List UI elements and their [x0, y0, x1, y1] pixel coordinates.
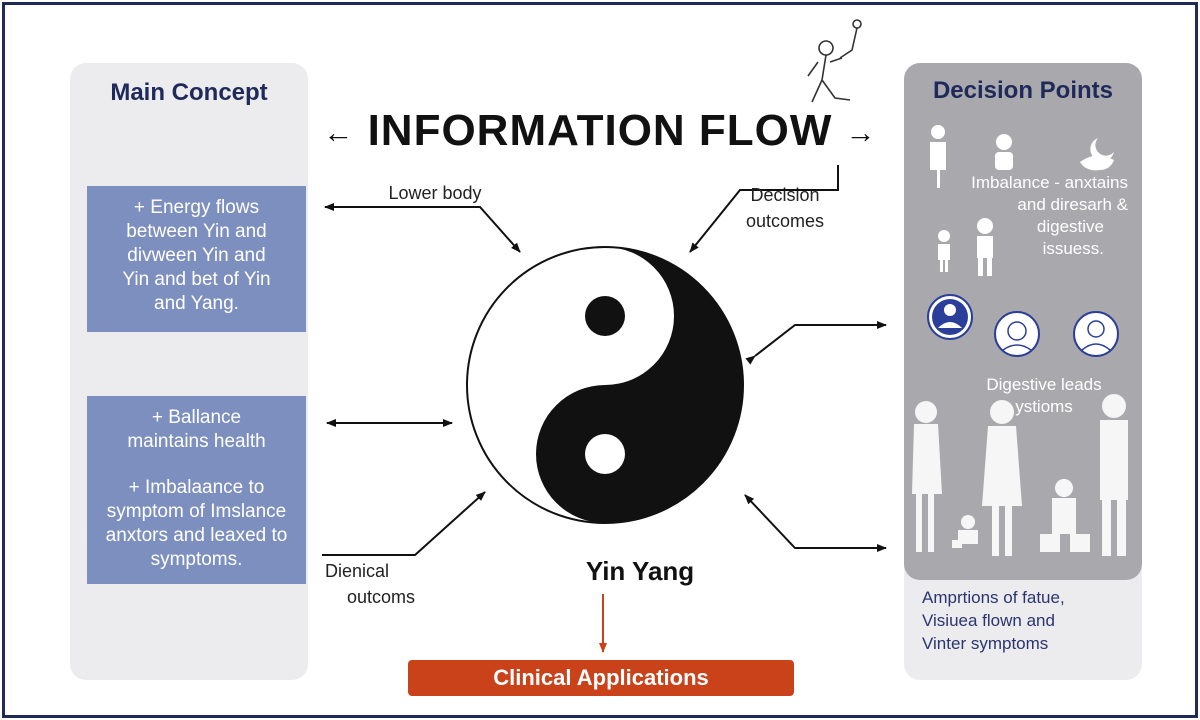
decision-line: ystioms	[1015, 397, 1073, 416]
concept-line: symptoms.	[150, 549, 243, 570]
avatar-icons	[927, 294, 1119, 357]
decision-line: and diresarh &	[1017, 195, 1128, 214]
label-decision-outcomes: Decision outcomes	[725, 182, 845, 234]
arrow-left-icon: ←	[323, 116, 355, 150]
concept-line: divween Yin and	[127, 245, 266, 266]
note-line: Vinter symptoms	[922, 634, 1049, 653]
arrow-right-upper	[745, 321, 887, 365]
arrow-lower-body	[324, 203, 521, 253]
concept-line: between Yin and	[126, 221, 267, 242]
arrow-right-icon: →	[845, 116, 877, 150]
arrow-clinical-outcomes	[322, 491, 486, 556]
decision-line: Digestive leads	[986, 375, 1102, 394]
concept-line: symptom of Imslance	[106, 501, 287, 522]
family-silhouette-icons	[912, 394, 1128, 556]
main-concept-title: Main Concept	[110, 79, 268, 106]
decision-notes-panel	[904, 560, 1142, 680]
concept-line: and Yang.	[154, 293, 239, 314]
arrow-decision-outcomes	[689, 165, 839, 253]
decision-points-title: Decision Points	[932, 77, 1114, 104]
label-lower-body: Lower body	[388, 183, 482, 203]
title-text: INFORMATION FLOW	[367, 106, 833, 155]
concept-line: + Imbalaance to	[128, 477, 265, 498]
decision-text-imbalance: Imbalance - anxtains and diresarh & dige…	[932, 172, 1128, 260]
decision-line: digestive	[1036, 217, 1104, 236]
yin-yang-icon	[466, 246, 744, 524]
concept-line: + Energy flows	[133, 197, 260, 218]
clinical-applications-button[interactable]: Clinical Applications	[408, 660, 794, 696]
label-clinical-outcomes: Dienical outcoms	[325, 558, 435, 610]
label-line: outcoms	[347, 587, 416, 607]
concept-box-energy: + Energy flows between Yin and divween Y…	[87, 186, 306, 332]
decision-line: Imbalance - anxtains	[971, 173, 1128, 192]
decision-text-digestive: Digestive leads ystioms	[960, 374, 1128, 418]
concept-line: maintains health	[127, 431, 266, 452]
decision-notes-text: Amprtions of fatue, Visiuea flown and Vi…	[922, 586, 1065, 655]
label-line: Decision	[750, 185, 820, 205]
people-icons-top	[930, 125, 1114, 276]
note-line: Visiuea flown and	[922, 611, 1055, 630]
arrow-right-lower	[744, 494, 887, 552]
page-title: ← INFORMATION FLOW →	[320, 106, 880, 156]
person-lifting-icon	[807, 19, 862, 103]
concept-box-balance: + Ballance maintains health + Imbalaance…	[87, 396, 306, 584]
concept-line: Yin and bet of Yin	[122, 269, 271, 290]
note-line: Amprtions of fatue,	[922, 588, 1065, 607]
label-line: outcomes	[745, 211, 825, 231]
concept-line: anxtors and leaxed to	[105, 525, 288, 546]
label-line: Dienical	[325, 561, 390, 581]
concept-line: + Ballance	[151, 407, 242, 428]
decision-line: issuess.	[1042, 239, 1104, 258]
yin-yang-label: Yin Yang	[585, 556, 695, 586]
